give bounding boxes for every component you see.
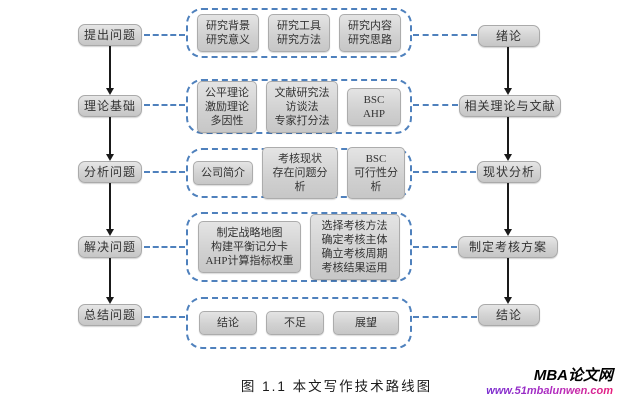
dashed-connector: [144, 316, 185, 318]
task-box: 研究背景 研究意义: [197, 14, 259, 52]
chapter-conclusion: 结论: [478, 304, 540, 326]
dashed-connector: [413, 34, 477, 36]
chapter-assessment-scheme: 制定考核方案: [458, 236, 558, 258]
stage-analyze-problem: 分析问题: [78, 161, 142, 183]
dashed-connector: [144, 104, 185, 106]
group-introduction-topics: 研究背景 研究意义 研究工具 研究方法 研究内容 研究思路: [186, 8, 412, 58]
stage-summarize-problem: 总结问题: [78, 304, 142, 326]
group-conclusion: 结论 不足 展望: [186, 297, 412, 349]
dashed-connector: [413, 104, 458, 106]
down-arrow: [106, 46, 114, 95]
task-box: BSC AHP: [347, 87, 401, 126]
task-box: 文献研究法 访谈法 专家打分法: [266, 80, 338, 133]
dashed-connector: [144, 34, 185, 36]
group-theory-methods: 公平理论 激励理论 多因性 文献研究法 访谈法 专家打分法 BSC AHP: [186, 79, 412, 134]
dashed-connector: [144, 246, 185, 248]
down-arrow: [106, 183, 114, 236]
watermark: MBA论文网 www.51mbalunwen.com: [486, 367, 613, 397]
down-arrow: [504, 183, 512, 236]
task-box: 公司简介: [193, 161, 253, 185]
task-box: BSC 可行性分析: [347, 147, 405, 199]
figure-caption: 图 1.1 本文写作技术路线图: [240, 379, 433, 394]
down-arrow: [504, 117, 512, 161]
dashed-connector: [413, 316, 477, 318]
task-box: 结论: [199, 311, 257, 335]
stage-solve-problem: 解决问题: [78, 236, 142, 258]
task-box: 研究内容 研究思路: [339, 14, 401, 52]
watermark-site-name: MBA论文网: [533, 367, 613, 384]
stage-theory-basis: 理论基础: [78, 95, 142, 117]
task-box: 不足: [266, 311, 324, 335]
task-box: 公平理论 激励理论 多因性: [197, 80, 257, 133]
chapter-introduction: 绪论: [478, 25, 540, 47]
chapter-status-analysis: 现状分析: [477, 161, 541, 183]
chapter-theory-literature: 相关理论与文献: [459, 95, 561, 117]
stage-raise-questions: 提出问题: [78, 24, 142, 46]
down-arrow: [504, 47, 512, 95]
dashed-connector: [144, 171, 185, 173]
task-box: 展望: [333, 311, 399, 335]
down-arrow: [106, 258, 114, 304]
down-arrow: [106, 117, 114, 161]
task-box: 考核现状 存在问题分析: [262, 147, 338, 199]
task-box: 选择考核方法 确定考核主体 确立考核周期 考核结果运用: [309, 214, 400, 280]
group-status-analysis: 公司简介 考核现状 存在问题分析 BSC 可行性分析: [186, 147, 412, 199]
dashed-connector: [413, 171, 476, 173]
task-box: 制定战略地图 构建平衡记分卡 AHP计算指标权重: [198, 221, 301, 273]
watermark-site-url: www.51mbalunwen.com: [486, 384, 613, 397]
dashed-connector: [413, 246, 457, 248]
group-scheme-design: 制定战略地图 构建平衡记分卡 AHP计算指标权重 选择考核方法 确定考核主体 确…: [186, 212, 412, 282]
task-box: 研究工具 研究方法: [268, 14, 330, 52]
down-arrow: [504, 258, 512, 304]
